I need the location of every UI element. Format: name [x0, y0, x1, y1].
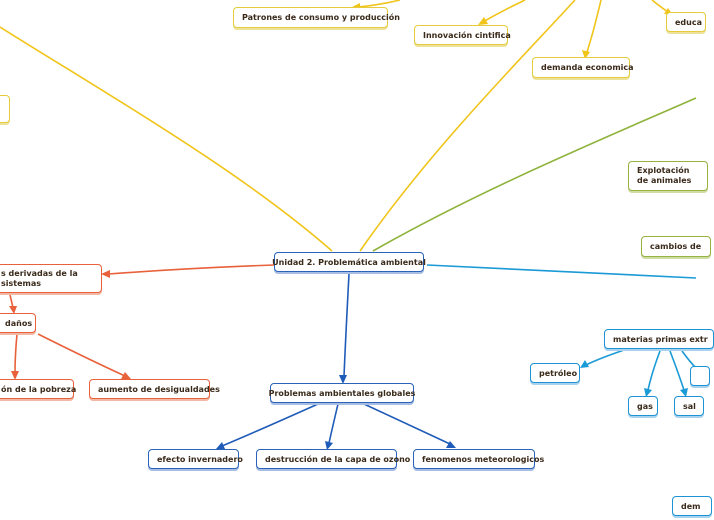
- connector-to-petroleo: [585, 347, 631, 366]
- connector-root-to-left-edge: [0, 26, 333, 252]
- arrowhead: [582, 50, 590, 59]
- connector-root-to-blue: [426, 264, 697, 279]
- node-pobreza[interactable]: ón de la pobreza: [0, 379, 76, 399]
- node-danos[interactable]: daños: [0, 313, 36, 333]
- node-aumento-desigualdades[interactable]: aumento de desigualdades: [89, 379, 220, 399]
- connector-to-patrones: [357, 0, 401, 8]
- node-explotacion-animales[interactable]: Explotación de animales: [628, 161, 708, 191]
- arrowhead: [339, 375, 347, 384]
- connector-to-pobreza: [14, 333, 18, 374]
- connector-to-ozono: [328, 403, 339, 444]
- arrowhead: [325, 441, 333, 450]
- node-root-unidad-2[interactable]: Unidad 2. Problemática ambiental: [272, 252, 426, 272]
- node-cambios[interactable]: cambios de: [641, 236, 711, 257]
- arrowhead: [101, 270, 110, 278]
- node-demanda-economica[interactable]: demanda economica: [532, 57, 634, 78]
- connector-root-to-derivadas: [107, 264, 275, 275]
- connector-to-desigualdades: [37, 333, 126, 377]
- node-capa-ozono[interactable]: destrucción de la capa de ozono: [256, 449, 410, 469]
- arrowhead: [580, 360, 589, 368]
- node-educa[interactable]: educa: [666, 12, 706, 32]
- node-dem[interactable]: dem: [672, 496, 712, 516]
- connector-lines: [0, 0, 697, 450]
- arrowhead: [9, 306, 17, 314]
- arrowhead: [216, 442, 225, 449]
- node-innovacion-cientifica[interactable]: Innovación cintifica: [414, 25, 511, 45]
- arrowhead: [121, 372, 131, 379]
- connector-to-sal: [669, 350, 685, 391]
- node-efecto-invernadero[interactable]: efecto invernadero: [148, 449, 243, 469]
- arrowhead: [478, 17, 488, 25]
- node-left-edge-fragment[interactable]: [0, 95, 10, 123]
- arrowhead: [11, 371, 19, 380]
- connector-root-to-globales: [343, 273, 350, 377]
- node-fenomenos-meteorologicos[interactable]: fenomenos meteorologicos: [413, 449, 544, 469]
- connector-root-to-upper-right: [359, 0, 576, 252]
- node-materias-primas[interactable]: materias primas extr: [604, 329, 714, 349]
- connector-to-gas: [647, 350, 661, 391]
- node-petroleo[interactable]: petróleo: [530, 363, 580, 383]
- connector-to-educa: [651, 0, 669, 13]
- node-derivadas-sistemas[interactable]: s derivadas de la sistemas: [0, 264, 102, 293]
- connector-to-meteorologicos: [363, 403, 451, 445]
- arrowhead: [644, 388, 652, 397]
- arrowhead: [446, 441, 456, 448]
- connector-root-to-green: [372, 97, 697, 252]
- connector-to-innovacion: [482, 0, 526, 23]
- connector-to-invernadero: [221, 403, 319, 447]
- node-patrones-consumo[interactable]: Patrones de consumo y producción: [233, 7, 400, 28]
- node-problemas-globales[interactable]: Problemas ambientales globales: [269, 383, 415, 403]
- node-sal[interactable]: sal: [674, 396, 704, 416]
- connector-to-demanda: [586, 0, 602, 53]
- node-gas[interactable]: gas: [628, 396, 658, 416]
- arrowhead: [680, 388, 688, 397]
- node-right-edge-fragment[interactable]: [690, 366, 710, 386]
